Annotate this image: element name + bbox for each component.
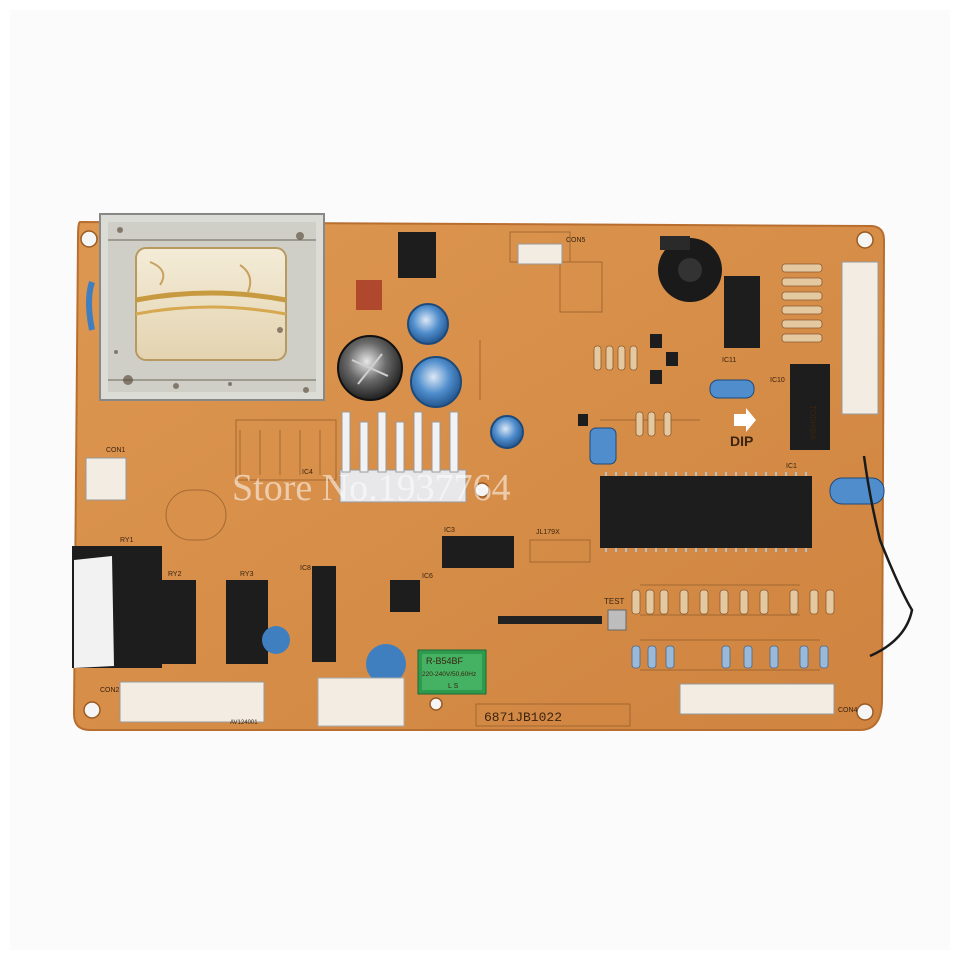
capacitor-axial xyxy=(709,379,755,399)
rating-text: 220-240V/50,60Hz xyxy=(422,671,476,678)
relay-ry3 xyxy=(226,580,268,664)
mount-hole xyxy=(856,703,874,721)
ic1-microcontroller xyxy=(600,476,812,548)
store-watermark: Store No.1937764 xyxy=(232,467,511,509)
electrolytic-capacitors xyxy=(337,303,885,505)
ic8-label: IC8 xyxy=(300,565,311,572)
dip-label: DIP xyxy=(730,433,753,449)
relays xyxy=(72,546,406,684)
ic11-chip xyxy=(724,276,760,348)
ry2-label: RY2 xyxy=(168,571,182,578)
dip-arrow-icon xyxy=(734,408,756,432)
bottom-code: AV124001 xyxy=(230,720,258,726)
ic1-label: IC1 xyxy=(786,463,797,470)
regulator-chip xyxy=(398,232,436,278)
ic8-chip xyxy=(312,566,336,662)
mount-hole xyxy=(856,231,874,249)
resistor-array xyxy=(498,616,602,624)
transformer xyxy=(86,213,325,401)
ic10-chip xyxy=(790,364,830,450)
con1-label: CON1 xyxy=(106,447,126,454)
ic6-chip xyxy=(390,580,420,612)
ic10-label: IC10 xyxy=(770,377,785,384)
capacitor-blue xyxy=(490,415,524,449)
capacitor-blue xyxy=(410,356,462,408)
polyfuse xyxy=(356,280,382,310)
connector-side xyxy=(841,261,879,415)
ic11-label: IC11 xyxy=(722,357,736,364)
mount-hole xyxy=(474,482,490,498)
relay-ry2 xyxy=(154,580,196,664)
ceramic-capacitor xyxy=(366,644,406,684)
ry1-label: RY1 xyxy=(120,537,134,544)
capacitor-axial xyxy=(829,477,885,505)
stamp-label: L S xyxy=(448,683,459,690)
buzzer xyxy=(658,236,722,302)
con2-label: CON2 xyxy=(100,687,120,694)
test-label: TEST xyxy=(604,597,625,606)
mount-hole xyxy=(80,230,98,248)
connector-con1 xyxy=(85,457,127,501)
capacitor-blue xyxy=(407,303,449,345)
con5-label: CON5 xyxy=(566,237,586,244)
resistors xyxy=(578,263,835,669)
cert-label: JL179X xyxy=(536,529,560,536)
ceramic-capacitor xyxy=(262,626,290,654)
capacitor-blue xyxy=(589,427,617,465)
connector-con5 xyxy=(517,243,563,265)
ic3-label: IC3 xyxy=(444,527,455,534)
part-number: 6871JB1022 xyxy=(484,710,562,725)
ic-chips: TOSHIBA xyxy=(312,276,830,662)
connector-con2 xyxy=(119,681,265,723)
connectors xyxy=(85,243,879,727)
rating-label xyxy=(417,649,487,695)
heatsink xyxy=(339,411,467,503)
test-button xyxy=(607,609,627,631)
ic4-label: IC4 xyxy=(302,469,313,476)
ceramic-resistor xyxy=(317,677,405,727)
ic10-text: TOSHIBA xyxy=(808,405,817,441)
jumper-wire xyxy=(862,455,914,658)
ic6-label: IC6 xyxy=(422,573,433,580)
connector-con4 xyxy=(679,683,835,715)
mount-hole xyxy=(429,697,443,711)
ic3-chip xyxy=(442,536,514,568)
con4-label: CON4 xyxy=(838,707,858,714)
ry3-label: RY3 xyxy=(240,571,254,578)
model-label: R-B54BF xyxy=(426,656,464,666)
mount-hole xyxy=(83,701,101,719)
